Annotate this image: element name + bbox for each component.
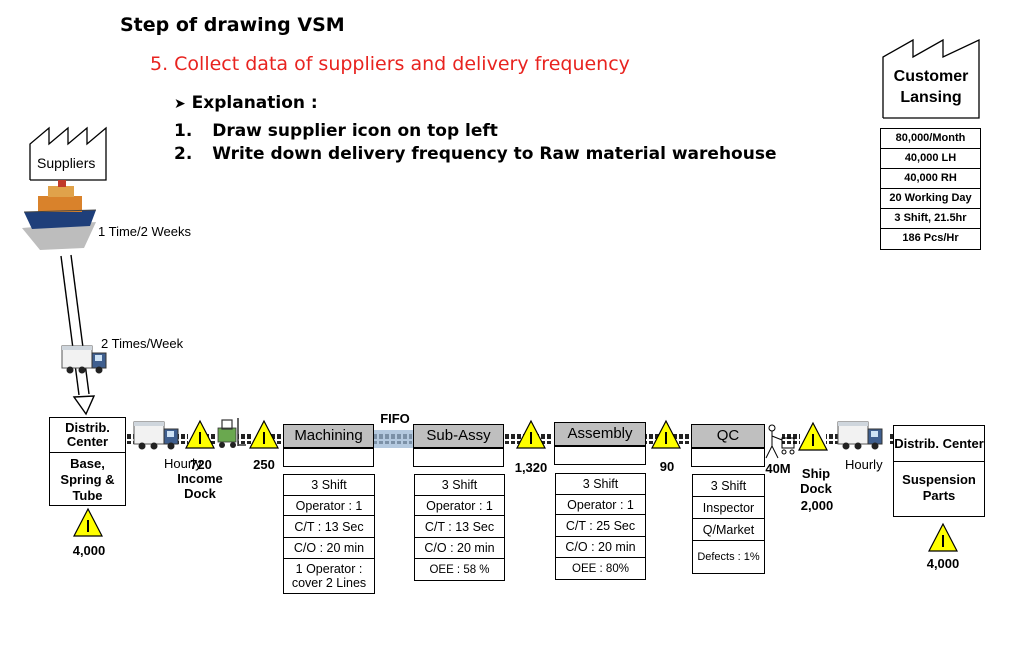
sub-assy-operator: Operator : 1 [415, 496, 504, 516]
customer-name: Customer Lansing [884, 66, 978, 108]
page-title: Step of drawing VSM [120, 14, 345, 36]
conveyor-belts [126, 434, 902, 444]
customer-data-row: 40,000 RH [881, 169, 980, 189]
customer-data-row: 20 Working Day [881, 189, 980, 209]
fifo-label: FIFO [380, 411, 410, 426]
hourly-right-label: Hourly [845, 457, 883, 472]
forklift-icon [217, 418, 246, 448]
qc-inspector: Inspector [693, 497, 764, 519]
income-dock-label: Income Dock [177, 471, 223, 501]
process-assembly: Assembly [554, 422, 646, 446]
step-2: 2. Write down delivery frequency to Raw … [174, 144, 776, 164]
qc-defects: Defects : 1% [697, 550, 760, 563]
right-center-title: Distrib. Center [894, 426, 984, 462]
right-distribution-center: Distrib. Center Suspension Parts [893, 425, 985, 517]
machining-data-box: 3 Shift Operator : 1 C/T : 13 Sec C/O : … [283, 474, 375, 594]
qc-data-box: 3 Shift Inspector Q/Market Defects : 1% [692, 474, 765, 574]
machining-shift: 3 Shift [284, 475, 374, 496]
machining-operator: Operator : 1 [284, 496, 374, 516]
assembly-oee: OEE : 80% [572, 562, 629, 575]
customer-name-line1: Customer [893, 68, 969, 85]
assembly-changeover: C/O : 20 min [556, 537, 645, 558]
truck-frequency: 2 Times/Week [101, 336, 184, 351]
assembly-data-box: 3 Shift Operator : 1 C/T : 25 Sec C/O : … [555, 473, 646, 580]
supplier-truck-icon [61, 345, 107, 374]
process-sub-assy: Sub-Assy [413, 424, 504, 448]
process-machining: Machining [283, 424, 374, 448]
inspect-40m-label: 40M [765, 461, 791, 476]
explanation-heading: ➤ Explanation : [174, 93, 318, 113]
ship-dock-qty: 2,000 [800, 498, 834, 513]
process-blank [283, 448, 374, 467]
left-center-title: Distrib. Center [50, 418, 125, 453]
bullet-arrow-icon: ➤ [174, 96, 186, 112]
right-center-parts: Suspension Parts [902, 472, 976, 503]
machining-note: 1 Operator : cover 2 Lines [291, 562, 367, 590]
right-center-inventory: 4,000 [926, 556, 960, 571]
fifo-lane [374, 430, 414, 448]
inventory-triangle-icon [928, 523, 958, 552]
assembly-cycle-time: C/T : 25 Sec [556, 515, 645, 537]
customer-name-line2: Lansing [900, 89, 962, 106]
hourly-left-label: Hourly [164, 456, 202, 471]
customer-data-row: 80,000/Month [881, 129, 980, 149]
income-dock-qty: 720 [190, 457, 212, 472]
assembly-operator: Operator : 1 [556, 495, 645, 515]
supplier-factory-icon [29, 126, 107, 181]
left-distribution-center: Distrib. Center Base, Spring & Tube [49, 417, 126, 506]
operator-cart-icon [765, 424, 795, 459]
step-number: 1. [174, 121, 193, 141]
customer-data-row: 3 Shift, 21.5hr [881, 209, 980, 229]
sub-assy-cycle-time: C/T : 13 Sec [415, 516, 504, 538]
inventory-90: 90 [659, 459, 675, 474]
delivery-arrow-icon [60, 254, 96, 416]
process-blank [554, 446, 646, 465]
left-center-inventory: 4,000 [72, 543, 106, 558]
customer-factory-icon [882, 38, 980, 119]
process-qc: QC [691, 424, 765, 448]
customer-data-row: 40,000 LH [881, 149, 980, 169]
step-number: 2. [174, 144, 193, 164]
step-text: Write down delivery frequency to Raw mat… [212, 144, 777, 164]
step-1: 1. Draw supplier icon on top left [174, 121, 498, 141]
step-text: Draw supplier icon on top left [212, 121, 498, 141]
explanation-label: Explanation : [191, 93, 318, 113]
machining-changeover: C/O : 20 min [284, 538, 374, 559]
qc-shift: 3 Shift [693, 475, 764, 497]
sub-assy-data-box: 3 Shift Operator : 1 C/T : 13 Sec C/O : … [414, 474, 505, 581]
sub-assy-shift: 3 Shift [415, 475, 504, 496]
customer-data-table: 80,000/Month 40,000 LH 40,000 RH 20 Work… [880, 128, 981, 250]
page-subtitle: 5. Collect data of suppliers and deliver… [150, 53, 630, 75]
process-blank [413, 448, 504, 467]
assembly-shift: 3 Shift [556, 474, 645, 495]
customer-data-row: 186 Pcs/Hr [902, 232, 959, 244]
inventory-1320: 1,320 [514, 460, 548, 475]
supplier-label: Suppliers [37, 155, 96, 171]
sub-assy-oee: OEE : 58 % [429, 563, 490, 576]
sub-assy-changeover: C/O : 20 min [415, 538, 504, 559]
machining-cycle-time: C/T : 13 Sec [284, 516, 374, 538]
left-center-parts: Base, Spring & Tube [60, 456, 115, 503]
ship-frequency: 1 Time/2 Weeks [98, 224, 191, 239]
inventory-250: 250 [253, 457, 275, 472]
hourly-truck-right-icon [837, 421, 883, 450]
qc-market: Q/Market [693, 519, 764, 541]
hourly-truck-left-icon [133, 421, 179, 450]
inventory-triangle-icon [798, 422, 828, 451]
ship-dock-label: Ship Dock [800, 466, 832, 496]
inventory-triangle-icon [73, 508, 103, 537]
ship-icon [22, 180, 97, 250]
process-blank [691, 448, 765, 467]
